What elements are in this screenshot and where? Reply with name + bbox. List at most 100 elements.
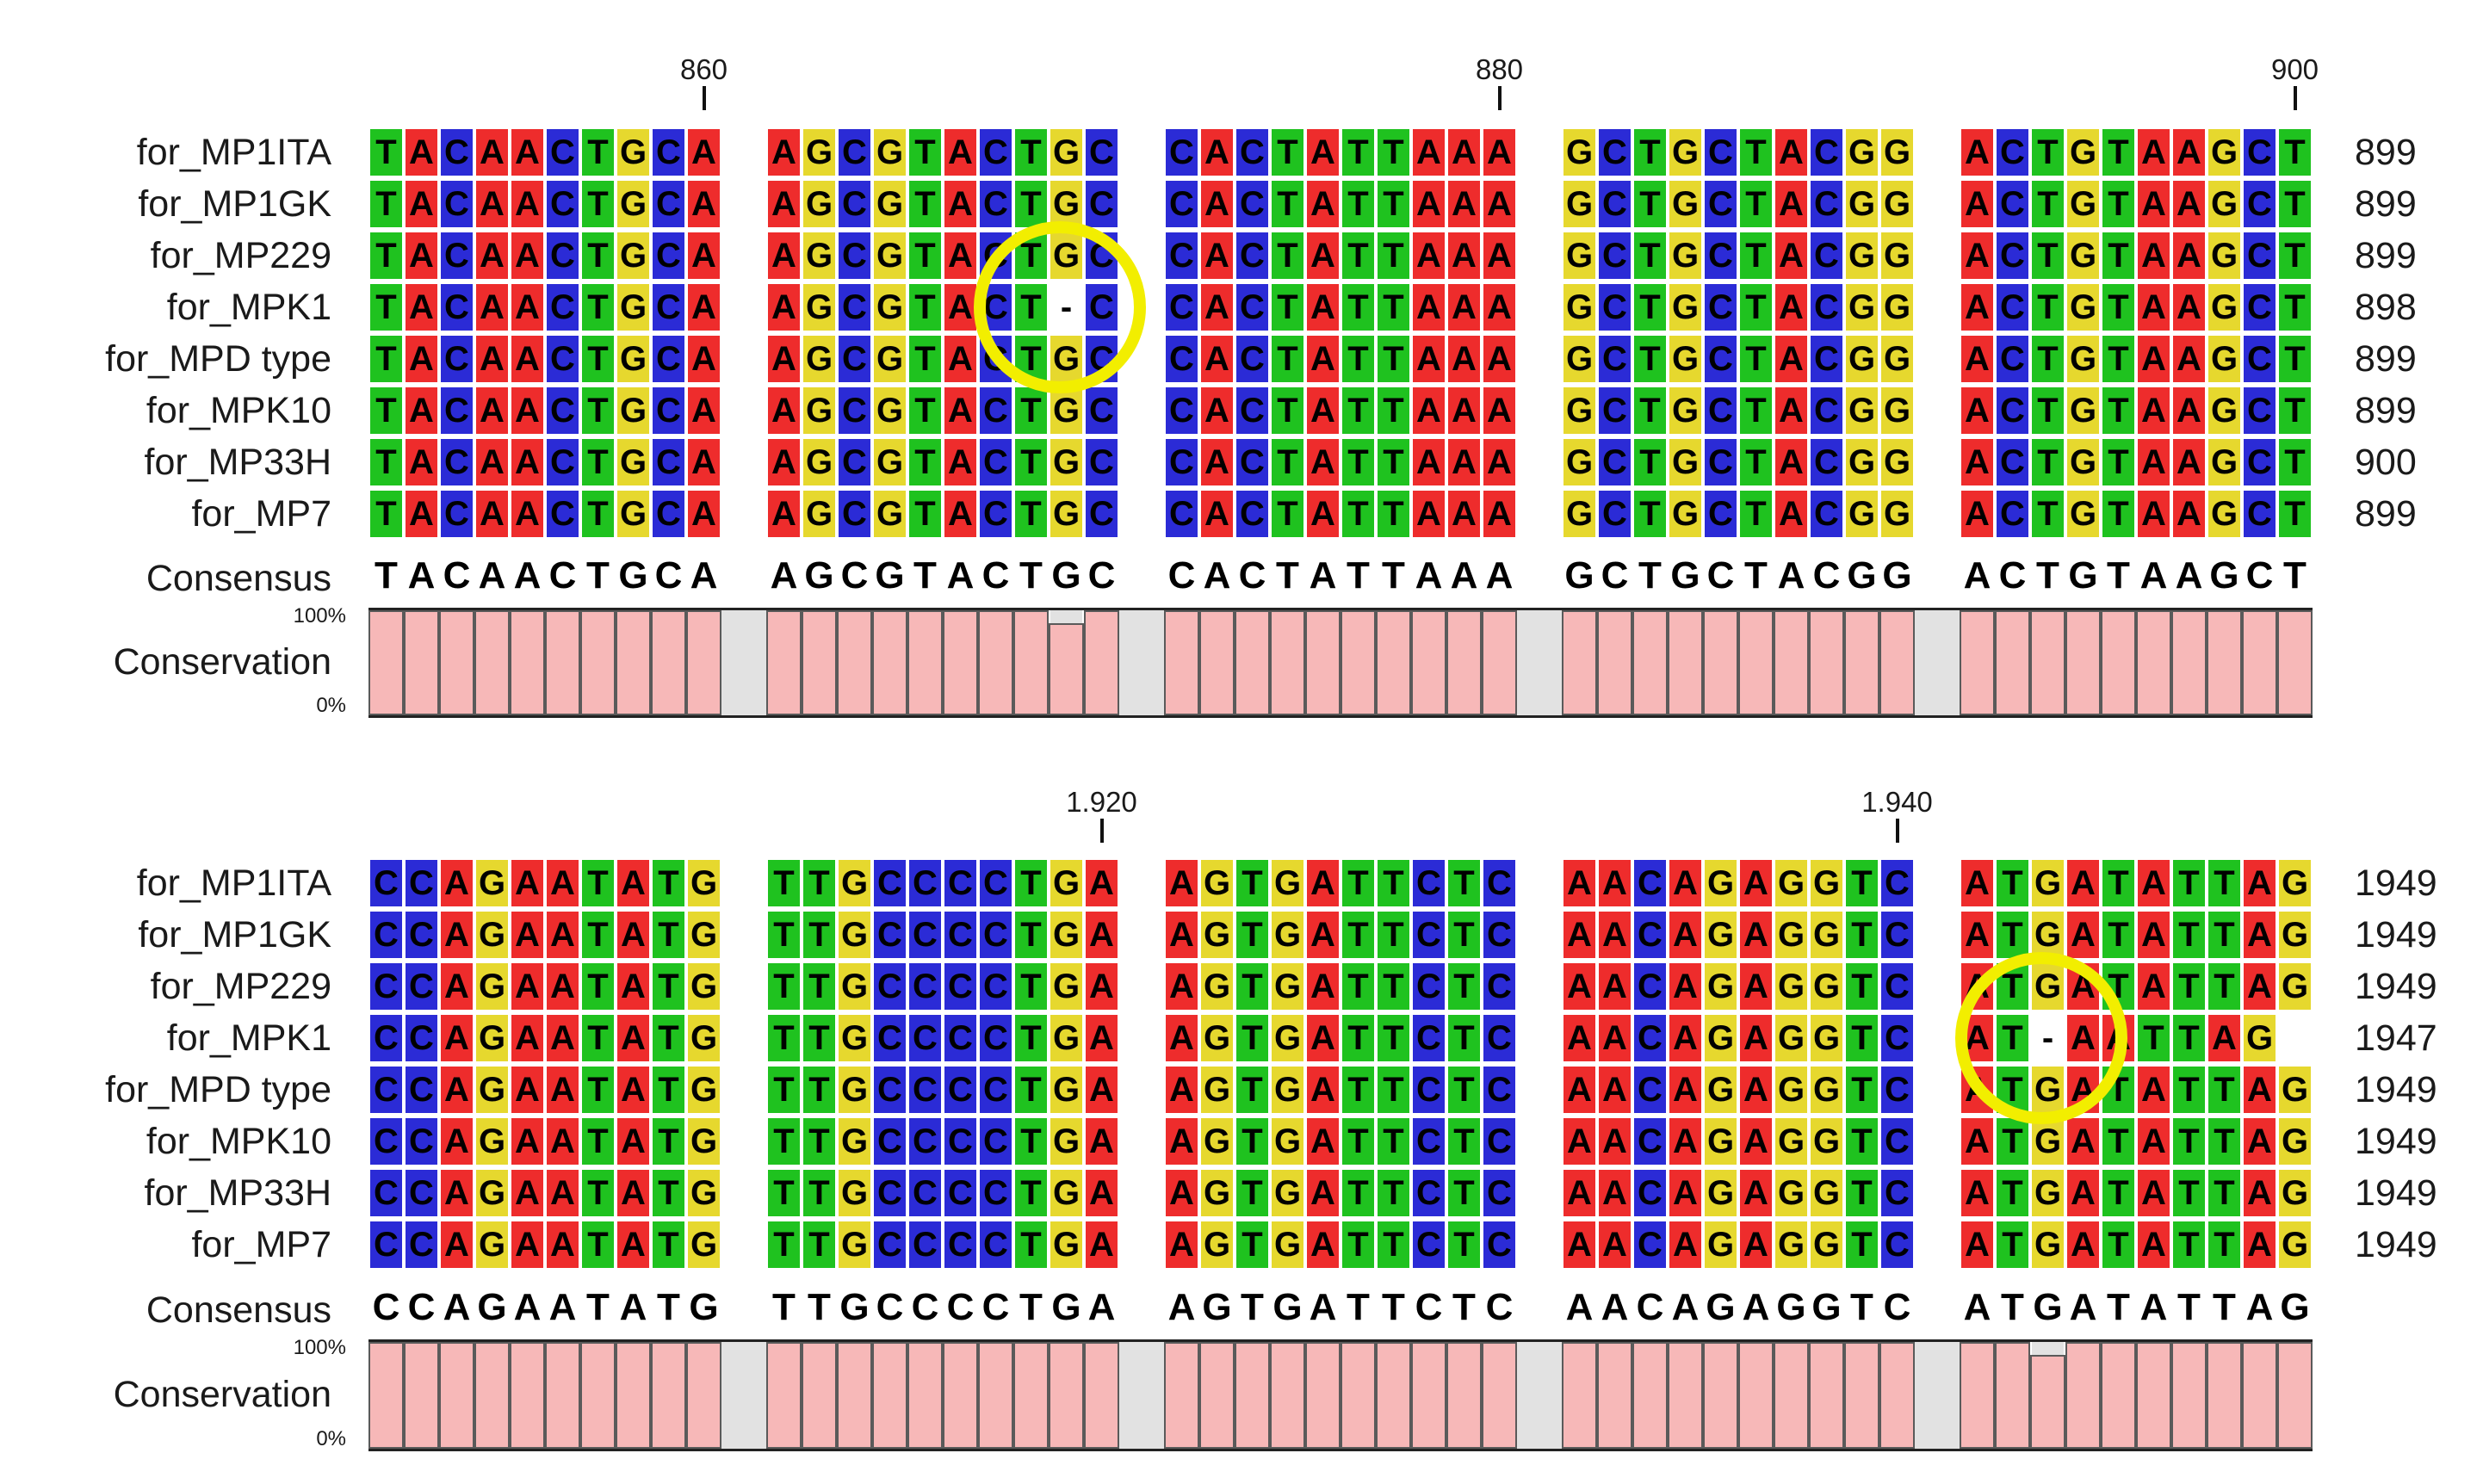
residue-cell: T <box>2030 437 2065 487</box>
residue-cell: A <box>1446 386 1482 436</box>
residue-cell: A <box>1960 437 1995 487</box>
residue-cell: C <box>1809 489 1844 539</box>
residue-cell: G <box>1879 282 1915 332</box>
residue-cell: C <box>2242 334 2277 384</box>
residue-cell: A <box>2136 386 2171 436</box>
residue-cell: A <box>1199 127 1235 177</box>
residue-cell: C <box>837 489 872 539</box>
residue-cell: C <box>651 179 686 229</box>
residue-cell: A <box>1482 127 1517 177</box>
residue-cell: T <box>1270 179 1305 229</box>
residue-cell: C <box>2242 437 2277 487</box>
conservation-bar <box>1235 1342 1270 1449</box>
sequence-end-position: 1949 <box>2355 1172 2437 1214</box>
consensus-residue: C <box>1883 1286 1911 1328</box>
residue-cell: A <box>510 437 545 487</box>
residue-cell: T <box>651 962 686 1011</box>
consensus-residue: C <box>1238 554 1266 597</box>
residue-cell: G <box>1879 386 1915 436</box>
sequence-end-position: 899 <box>2355 132 2417 173</box>
residue-cell: G <box>872 231 907 281</box>
residue-cell: C <box>907 1116 943 1166</box>
residue-cell: C <box>1411 1013 1446 1063</box>
residue-cell: T <box>651 910 686 960</box>
residue-cell: G <box>1844 437 1879 487</box>
residue-cell: A <box>1562 1065 1597 1115</box>
residue-cell: T <box>2030 127 2065 177</box>
residue-cell: C <box>1995 127 2030 177</box>
residue-cell: C <box>872 1116 907 1166</box>
sequence-end-position: 1949 <box>2355 914 2437 955</box>
consensus-residue: T <box>1276 554 1299 597</box>
residue-cell: G <box>616 127 651 177</box>
residue-cell: C <box>978 127 1013 177</box>
residue-cell: A <box>2171 437 2207 487</box>
residue-cell: A <box>2242 1065 2277 1115</box>
residue-cell: A <box>1411 231 1446 281</box>
conservation-block-separator <box>1119 1342 1164 1449</box>
residue-cell: C <box>1703 127 1738 177</box>
residue-cell: T <box>1376 127 1411 177</box>
residue-cell: T <box>1632 282 1668 332</box>
residue-cell: T <box>1013 858 1049 908</box>
residue-cell: C <box>1703 231 1738 281</box>
residue-cell: G <box>1703 1220 1738 1270</box>
residue-cell: C <box>545 282 580 332</box>
residue-cell: A <box>2136 282 2171 332</box>
residue-cell: T <box>1341 127 1376 177</box>
residue-cell: C <box>2242 489 2277 539</box>
residue-cell: C <box>439 231 474 281</box>
residue-cell: T <box>802 858 837 908</box>
sequence-end-position: 899 <box>2355 183 2417 225</box>
sequence-name-label: for_MP1ITA <box>136 132 331 173</box>
residue-cell: A <box>1668 858 1703 908</box>
residue-cell: C <box>1809 386 1844 436</box>
residue-cell: A <box>686 127 721 177</box>
residue-cell: C <box>368 1116 404 1166</box>
consensus-residue: T <box>2213 1286 2236 1328</box>
residue-cell: T <box>1632 437 1668 487</box>
conservation-bar <box>2065 610 2101 715</box>
residue-cell: A <box>1305 962 1341 1011</box>
residue-cell: G <box>1844 386 1879 436</box>
residue-cell: A <box>1738 1116 1774 1166</box>
conservation-bar <box>2030 610 2065 715</box>
residue-cell: T <box>1341 1065 1376 1115</box>
residue-cell: A <box>1164 1220 1199 1270</box>
residue-cell: C <box>1703 437 1738 487</box>
sequence-end-position: 1949 <box>2355 1224 2437 1265</box>
residue-cell: A <box>1411 437 1446 487</box>
residue-cell: T <box>2101 437 2136 487</box>
consensus-residue: G <box>1670 554 1700 597</box>
residue-cell: T <box>1341 179 1376 229</box>
residue-cell: C <box>978 1013 1013 1063</box>
residue-cell: G <box>1703 1065 1738 1115</box>
consensus-residue: C <box>1601 554 1629 597</box>
residue-cell: T <box>1235 858 1270 908</box>
residue-cell: T <box>1376 282 1411 332</box>
residue-cell: T <box>580 437 616 487</box>
residue-cell: T <box>2171 1013 2207 1063</box>
conservation-bar <box>545 610 580 715</box>
residue-cell: T <box>1738 489 1774 539</box>
residue-cell: C <box>837 282 872 332</box>
residue-cell: T <box>1235 1168 1270 1218</box>
residue-cell: C <box>368 1065 404 1115</box>
residue-cell: T <box>580 1116 616 1166</box>
residue-cell: A <box>1084 858 1119 908</box>
residue-cell: T <box>1995 910 2030 960</box>
residue-cell: A <box>1738 962 1774 1011</box>
residue-cell: G <box>837 858 872 908</box>
residue-cell: C <box>651 282 686 332</box>
residue-cell: A <box>474 282 510 332</box>
consensus-residue: G <box>1051 554 1081 597</box>
residue-cell: A <box>1668 1116 1703 1166</box>
sequence-name-label: for_MPK1 <box>166 1017 331 1059</box>
residue-cell: C <box>872 962 907 1011</box>
residue-cell: T <box>907 231 943 281</box>
residue-cell: T <box>580 1168 616 1218</box>
residue-cell: T <box>2277 437 2313 487</box>
residue-cell: A <box>2065 910 2101 960</box>
conservation-block-separator <box>1915 1342 1960 1449</box>
residue-cell: T <box>1376 1116 1411 1166</box>
